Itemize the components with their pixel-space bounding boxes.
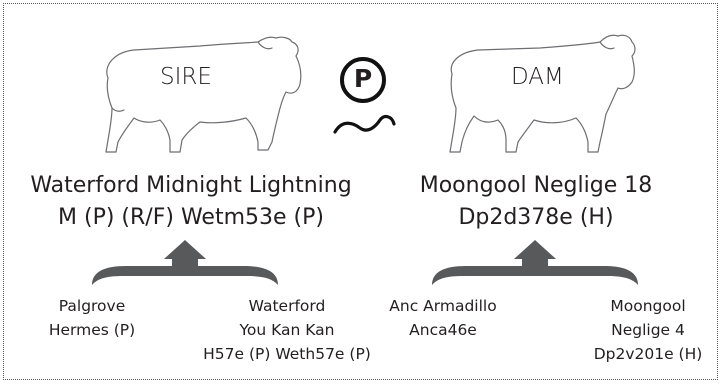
sire-name-line2: M (P) (R/F) Wetm53e (P)	[58, 205, 324, 230]
dam-cow-outline	[449, 34, 636, 153]
dam-label: DAM	[511, 64, 564, 90]
poll-letter: P	[353, 64, 373, 93]
pedigree-frame	[3, 3, 718, 380]
sire-parent-left-line2: Hermes (P)	[48, 321, 136, 339]
dam-parent-right: Moongool Neglige 4 Dp2v201e (H)	[584, 294, 712, 366]
sire-parent-right-line1: Waterford	[248, 297, 326, 315]
poll-symbol-icon	[333, 57, 396, 134]
dam-parent-left-line2: Anca46e	[409, 321, 477, 339]
dam-parent-right-line3: Dp2v201e (H)	[593, 345, 703, 363]
dam-name: Moongool Neglige 18 Dp2d378e (H)	[412, 170, 660, 234]
sire-label: SIRE	[160, 64, 212, 90]
dam-name-line1: Moongool Neglige 18	[419, 173, 653, 198]
sire-parents-arrow	[92, 240, 278, 285]
sire-parent-right-line2: You Kan Kan	[239, 321, 335, 339]
dam-parent-left-line1: Anc Armadillo	[389, 297, 497, 315]
dam-parent-right-line2: Neglige 4	[611, 321, 685, 339]
dam-name-line2: Dp2d378e (H)	[458, 205, 614, 230]
sire-parent-left: Palgrove Hermes (P)	[32, 294, 152, 342]
dam-parent-right-line1: Moongool	[610, 297, 686, 315]
dam-parent-left: Anc Armadillo Anca46e	[368, 294, 518, 342]
sire-parent-right: Waterford You Kan Kan H57e (P) Weth57e (…	[196, 294, 378, 366]
sire-cow-outline	[105, 36, 302, 153]
sire-parent-left-line1: Palgrove	[58, 297, 126, 315]
sire-parent-right-line3: H57e (P) Weth57e (P)	[203, 345, 371, 363]
sire-name: Waterford Midnight Lightning M (P) (R/F)…	[30, 170, 352, 234]
sire-name-line1: Waterford Midnight Lightning	[30, 173, 352, 198]
dam-parents-arrow	[432, 240, 638, 285]
